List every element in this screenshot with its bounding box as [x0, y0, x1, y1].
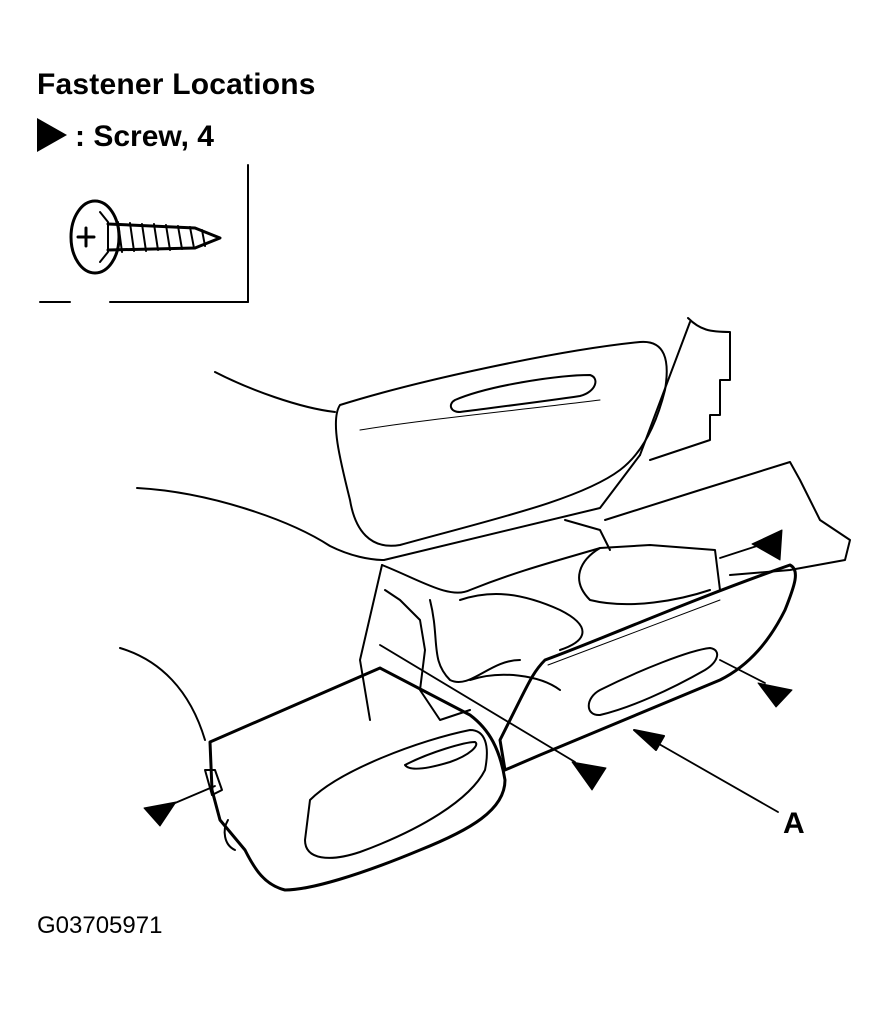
screw-arrowhead-icon: [37, 118, 67, 153]
console-opening: [359, 519, 721, 721]
callout-label-a: A: [783, 807, 805, 840]
callout-a-arrow-icon: [633, 729, 665, 751]
side-panel-a: [498, 563, 797, 772]
fastener-legend: : Screw, 4: [37, 118, 214, 155]
leader-lines: [167, 544, 779, 813]
upper-panel: [334, 340, 668, 561]
screw-icon: [69, 199, 222, 275]
figure-id: G03705971: [37, 912, 163, 939]
dashboard-outline: [119, 317, 851, 741]
figure-title: Fastener Locations: [37, 68, 316, 101]
screw-arrow-2-icon: [757, 682, 793, 708]
lower-front-panel: [204, 666, 507, 892]
legend-label: : Screw, 4: [75, 120, 214, 153]
screw-arrowheads: [143, 529, 793, 827]
screw-arrow-4-icon: [143, 801, 177, 827]
screw-arrow-1-icon: [751, 529, 783, 561]
screw-arrow-3-icon: [571, 761, 607, 791]
screw-inset-box: [39, 164, 249, 303]
